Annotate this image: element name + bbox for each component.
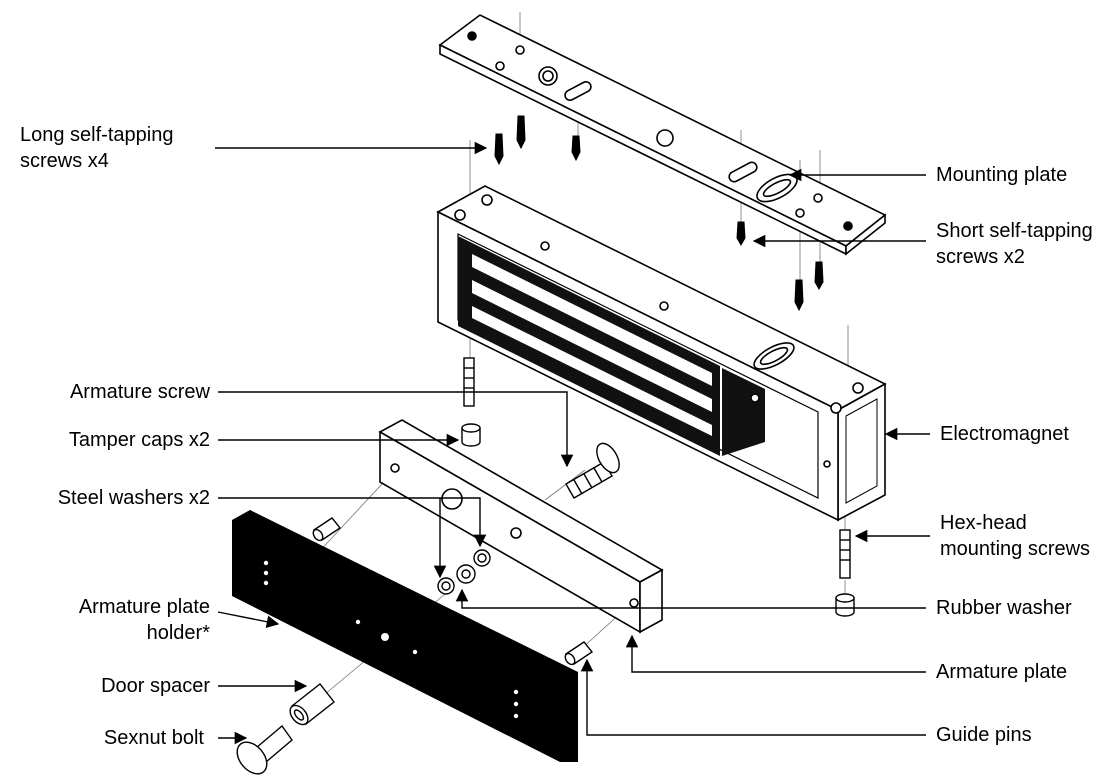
armature-screw — [565, 442, 620, 499]
leader-lines — [215, 141, 930, 745]
label-tamper-caps: Tamper caps x2 — [68, 429, 210, 451]
mounting-plate — [438, 14, 887, 256]
tamper-caps — [461, 423, 855, 617]
guide-pins — [312, 517, 594, 666]
hex-head-screws — [463, 357, 851, 579]
label-hex-head-screws: Hex-head mounting screws — [940, 512, 1091, 560]
label-armature-plate: Armature plate — [936, 661, 1068, 683]
label-long-screws: Long self-tapping screws x4 — [20, 124, 174, 172]
washers — [437, 549, 491, 595]
short-screws — [736, 221, 824, 312]
label-short-screws: Short self-tapping screws x2 — [936, 220, 1093, 268]
label-guide-pins: Guide pins — [936, 724, 1032, 746]
label-electromagnet: Electromagnet — [940, 423, 1069, 445]
armature-plate-holder — [232, 510, 578, 762]
label-mounting-plate: Mounting plate — [936, 164, 1068, 186]
label-steel-washers: Steel washers x2 — [57, 487, 210, 509]
label-armature-plate-holder: Armature plate holder* — [78, 596, 210, 644]
armature-plate — [378, 419, 664, 634]
label-door-spacer: Door spacer — [101, 675, 210, 697]
electromagnet — [436, 185, 887, 522]
label-armature-screw: Armature screw — [69, 381, 210, 403]
label-rubber-washer: Rubber washer — [936, 597, 1072, 619]
long-screws — [494, 115, 581, 166]
door-spacer — [289, 683, 335, 726]
label-sexnut-bolt: Sexnut bolt — [103, 727, 204, 749]
sexnut-bolt — [236, 724, 293, 775]
